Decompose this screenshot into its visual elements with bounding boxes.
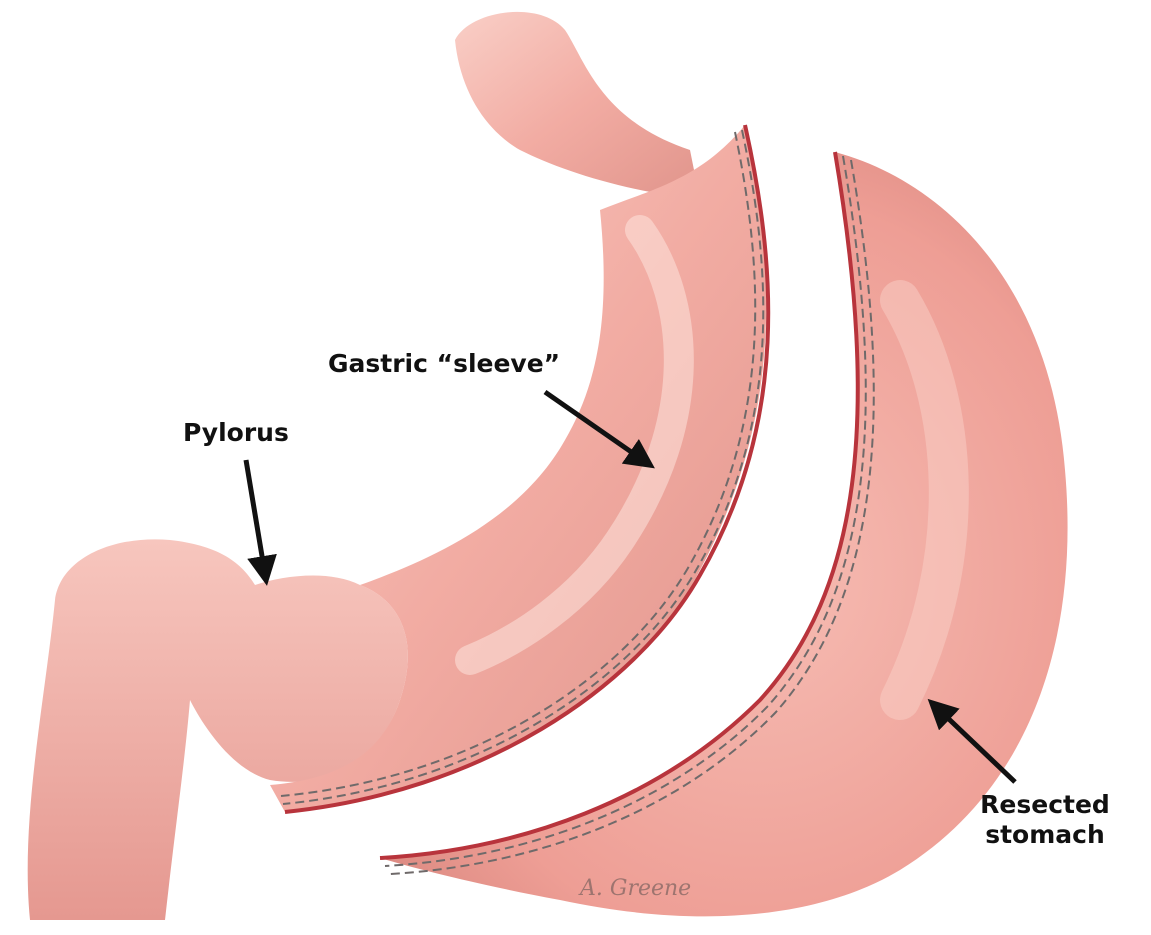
- resected-stomach-label: Resected stomach: [970, 790, 1120, 850]
- resected-label-line2: stomach: [970, 820, 1120, 850]
- pylorus-label: Pylorus: [183, 418, 289, 448]
- duodenum: [28, 539, 408, 920]
- pylorus-arrow: [246, 460, 266, 580]
- esophagus: [455, 12, 700, 200]
- artist-signature: A. Greene: [578, 876, 691, 901]
- gastric-sleeve-label: Gastric “sleeve”: [328, 349, 560, 379]
- resected-label-line1: Resected: [970, 790, 1120, 820]
